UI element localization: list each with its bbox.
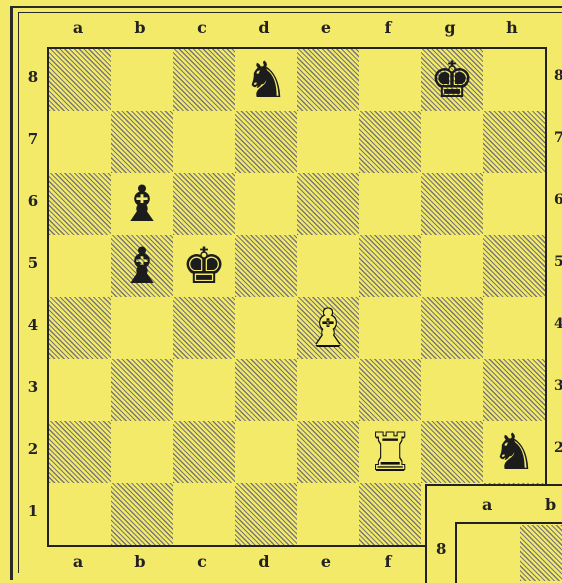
square-a8[interactable]	[49, 49, 111, 111]
square-f8[interactable]	[359, 49, 421, 111]
square-f5[interactable]	[359, 235, 421, 297]
file-label-top-h: h	[481, 18, 543, 37]
square-c1[interactable]	[173, 483, 235, 545]
file-label-bottom-a: a	[47, 552, 109, 571]
square-e2[interactable]	[297, 421, 359, 483]
edge-rank-label-5: 5	[554, 254, 562, 270]
square-e5[interactable]	[297, 235, 359, 297]
rank-label-1: 1	[25, 502, 41, 520]
square-g6[interactable]	[421, 173, 483, 235]
square-g5[interactable]	[421, 235, 483, 297]
square-b8[interactable]	[111, 49, 173, 111]
file-label-top-a: a	[47, 18, 109, 37]
black-knight-d8[interactable]: ♞	[235, 49, 297, 111]
square-b4[interactable]	[111, 297, 173, 359]
edge-rank-label-7: 7	[554, 130, 562, 146]
rank-label-6: 6	[25, 192, 41, 210]
square-b3[interactable]	[111, 359, 173, 421]
square-a6[interactable]	[49, 173, 111, 235]
next-diagram-dark-square	[520, 525, 562, 581]
square-g2[interactable]	[421, 421, 483, 483]
file-label-top-f: f	[357, 18, 419, 37]
file-label-top-d: d	[233, 18, 295, 37]
file-label-bottom-d: d	[233, 552, 295, 571]
square-b7[interactable]	[111, 111, 173, 173]
chess-board[interactable]: ♞♚♝♝♚♝♜♞	[47, 47, 547, 547]
black-king-g8[interactable]: ♚	[421, 49, 483, 111]
square-h4[interactable]	[483, 297, 545, 359]
square-b2[interactable]	[111, 421, 173, 483]
file-label-top-b: b	[109, 18, 171, 37]
rank-label-2: 2	[25, 440, 41, 458]
file-label-top-c: c	[171, 18, 233, 37]
square-c2[interactable]	[173, 421, 235, 483]
edge-rank-label-3: 3	[554, 378, 562, 394]
rank-label-3: 3	[25, 378, 41, 396]
square-a3[interactable]	[49, 359, 111, 421]
square-e1[interactable]	[297, 483, 359, 545]
square-a7[interactable]	[49, 111, 111, 173]
black-king-c5[interactable]: ♚	[173, 235, 235, 297]
file-label-bottom-c: c	[171, 552, 233, 571]
square-e3[interactable]	[297, 359, 359, 421]
square-h3[interactable]	[483, 359, 545, 421]
rank-label-7: 7	[25, 130, 41, 148]
file-label-top-g: g	[419, 18, 481, 37]
square-h5[interactable]	[483, 235, 545, 297]
square-b1[interactable]	[111, 483, 173, 545]
rank-label-8: 8	[25, 68, 41, 86]
next-diagram-rank-8: 8	[436, 540, 446, 558]
square-g4[interactable]	[421, 297, 483, 359]
square-g3[interactable]	[421, 359, 483, 421]
edge-rank-label-8: 8	[554, 68, 562, 84]
edge-rank-label-6: 6	[554, 192, 562, 208]
square-f7[interactable]	[359, 111, 421, 173]
rank-label-5: 5	[25, 254, 41, 272]
square-d2[interactable]	[235, 421, 297, 483]
square-c3[interactable]	[173, 359, 235, 421]
file-label-bottom-f: f	[357, 552, 419, 571]
square-a4[interactable]	[49, 297, 111, 359]
edge-rank-label-2: 2	[554, 440, 562, 456]
black-knight-h2[interactable]: ♞	[483, 421, 545, 483]
square-d4[interactable]	[235, 297, 297, 359]
white-bishop-e4[interactable]: ♝	[297, 297, 359, 359]
square-d7[interactable]	[235, 111, 297, 173]
square-h7[interactable]	[483, 111, 545, 173]
square-f3[interactable]	[359, 359, 421, 421]
file-label-top-e: e	[295, 18, 357, 37]
square-a1[interactable]	[49, 483, 111, 545]
square-g7[interactable]	[421, 111, 483, 173]
square-h6[interactable]	[483, 173, 545, 235]
square-d6[interactable]	[235, 173, 297, 235]
square-d3[interactable]	[235, 359, 297, 421]
black-bishop-b5[interactable]: ♝	[111, 235, 173, 297]
square-f6[interactable]	[359, 173, 421, 235]
next-diagram-file-a: a	[482, 495, 492, 514]
square-e6[interactable]	[297, 173, 359, 235]
black-bishop-b6[interactable]: ♝	[111, 173, 173, 235]
square-e8[interactable]	[297, 49, 359, 111]
white-rook-f2[interactable]: ♜	[359, 421, 421, 483]
square-c6[interactable]	[173, 173, 235, 235]
square-f4[interactable]	[359, 297, 421, 359]
file-label-bottom-b: b	[109, 552, 171, 571]
square-d5[interactable]	[235, 235, 297, 297]
file-label-bottom-e: e	[295, 552, 357, 571]
square-f1[interactable]	[359, 483, 421, 545]
square-a2[interactable]	[49, 421, 111, 483]
square-h8[interactable]	[483, 49, 545, 111]
square-c8[interactable]	[173, 49, 235, 111]
square-a5[interactable]	[49, 235, 111, 297]
square-c7[interactable]	[173, 111, 235, 173]
square-c4[interactable]	[173, 297, 235, 359]
rank-label-4: 4	[25, 316, 41, 334]
square-d1[interactable]	[235, 483, 297, 545]
next-diagram-file-b: b	[545, 495, 556, 514]
edge-rank-label-4: 4	[554, 316, 562, 332]
square-e7[interactable]	[297, 111, 359, 173]
